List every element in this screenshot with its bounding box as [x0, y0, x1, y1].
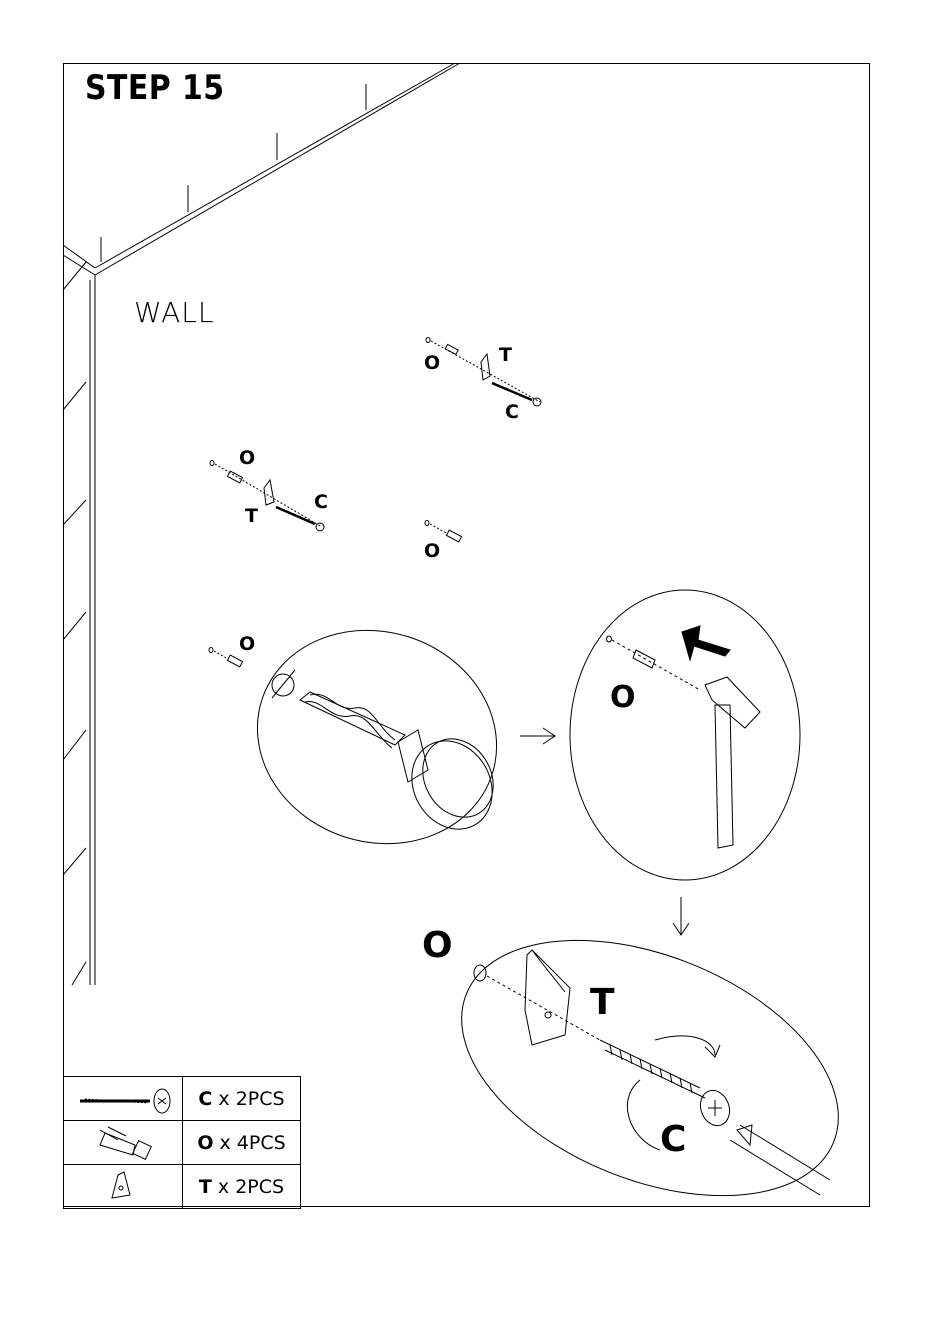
fixing-set-middle — [425, 521, 462, 542]
parts-qty-cell: C x 2PCS — [183, 1077, 301, 1121]
parts-qty-cell: T x 2PCS — [183, 1165, 301, 1209]
parts-icon-cell — [64, 1165, 183, 1209]
drill-detail — [229, 600, 524, 875]
fixing-set-left — [210, 461, 324, 532]
parts-icon-cell — [64, 1121, 183, 1165]
parts-row: T x 2PCS — [64, 1165, 301, 1209]
callout-o-hammer: O — [610, 683, 636, 713]
callout-o-lower: O — [239, 635, 255, 654]
callout-t-top: T — [499, 346, 512, 365]
callout-c-detail: C — [660, 1122, 686, 1158]
fixing-set-lower — [209, 648, 243, 667]
wall-outline — [63, 63, 460, 985]
hammer-arrow-icon — [682, 626, 730, 660]
parts-qty-cell: O x 4PCS — [183, 1121, 301, 1165]
callout-o-top: O — [424, 354, 440, 373]
parts-row: C x 2PCS — [64, 1077, 301, 1121]
callout-c-left: C — [314, 493, 328, 512]
parts-icon-cell — [64, 1077, 183, 1121]
callout-o-detail: O — [422, 928, 453, 964]
arrow-right-icon — [520, 728, 555, 744]
bracket-detail — [424, 890, 875, 1246]
arrow-down-icon — [673, 897, 689, 935]
callout-c-top: C — [505, 403, 519, 422]
fixing-set-top — [426, 338, 541, 407]
callout-o-left: O — [239, 449, 255, 468]
callout-t-detail: T — [590, 985, 615, 1021]
callout-o-middle: O — [424, 542, 440, 561]
parts-row: O x 4PCS — [64, 1121, 301, 1165]
callout-t-left: T — [245, 507, 258, 526]
parts-list: C x 2PCS O x 4PCS T x 2PCS — [63, 1076, 301, 1209]
